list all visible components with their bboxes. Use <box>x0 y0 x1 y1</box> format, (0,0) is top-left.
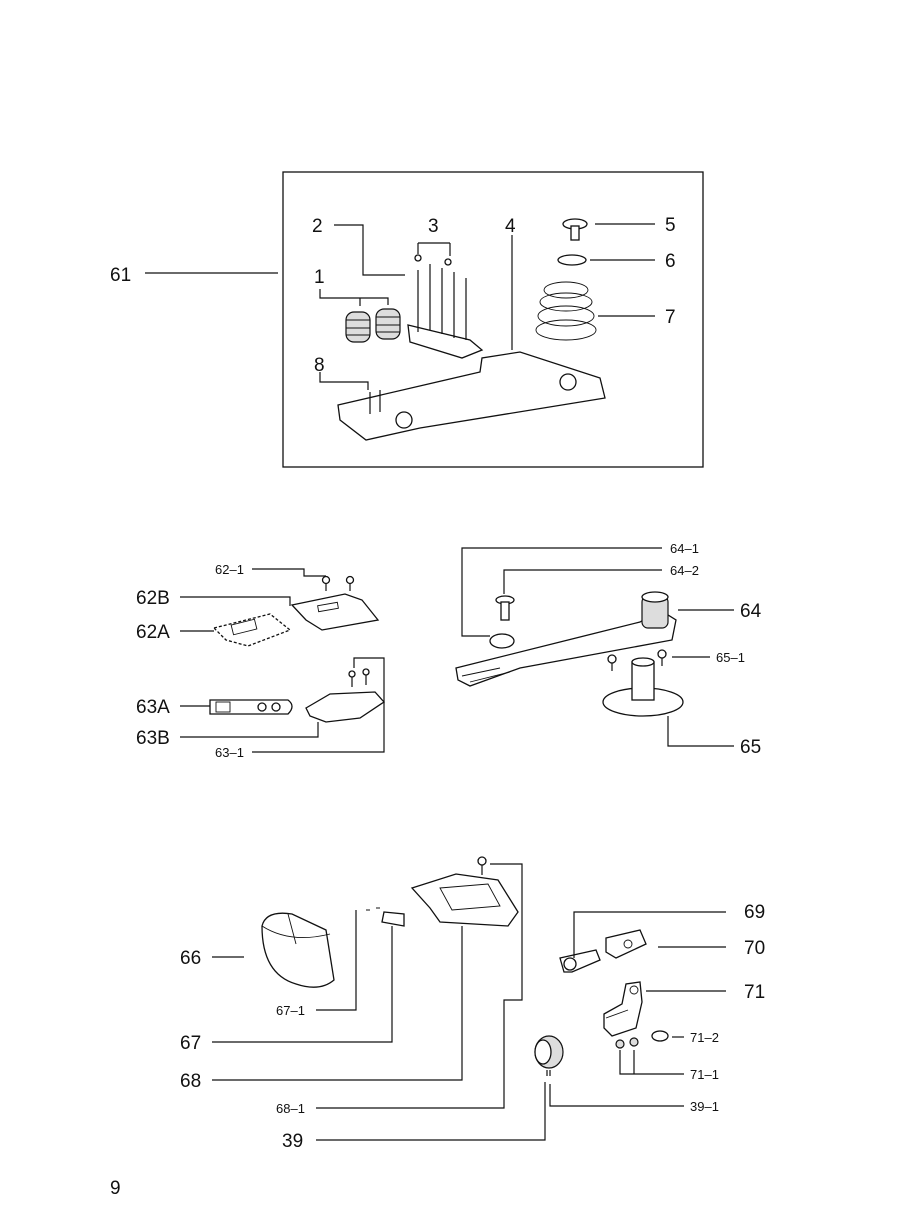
plate-part-68 <box>410 873 519 927</box>
cover-part-66 <box>261 912 335 988</box>
label-1: 1 <box>314 267 325 288</box>
label-62A: 62A <box>136 622 170 643</box>
leader-62B <box>180 596 291 606</box>
leader-39-1 <box>549 1084 684 1107</box>
label-64: 64 <box>740 601 762 622</box>
label-71: 71 <box>744 982 765 1003</box>
page-number: 9 <box>110 1178 121 1199</box>
label-8: 8 <box>314 355 325 376</box>
label-69: 69 <box>744 902 765 923</box>
block-part-70 <box>605 929 647 959</box>
label-63B: 63B <box>136 728 170 749</box>
leader-62-1 <box>252 568 326 577</box>
label-39-1: 39–1 <box>690 1099 719 1114</box>
label-62B: 62B <box>136 588 170 609</box>
label-6: 6 <box>665 251 676 272</box>
label-7: 7 <box>665 307 676 328</box>
screw-part-71-2 <box>651 1030 669 1042</box>
leader-8 <box>319 372 369 390</box>
screws-part-65-1 <box>607 649 667 671</box>
label-65: 65 <box>740 737 761 758</box>
screw-part-67-1 <box>366 907 380 911</box>
lever-part-69 <box>559 949 601 973</box>
leader-64-1 <box>461 547 662 637</box>
label-67: 67 <box>180 1033 201 1054</box>
leader-1 <box>319 289 389 306</box>
plate-part-62A <box>212 613 292 647</box>
label-67-1: 67–1 <box>276 1003 305 1018</box>
leader-68 <box>212 926 463 1081</box>
label-68-1: 68–1 <box>276 1101 305 1116</box>
assembly-61-frame <box>282 171 704 468</box>
label-39: 39 <box>282 1131 303 1152</box>
plate-part-67 <box>381 911 405 927</box>
label-68: 68 <box>180 1071 201 1092</box>
leader-69 <box>573 911 726 958</box>
holder-part-71 <box>603 981 643 1037</box>
screw-part-64-2 <box>495 595 515 621</box>
leader-67 <box>212 926 393 1043</box>
screw-part-68-1 <box>477 856 487 875</box>
label-62-1: 62–1 <box>215 562 244 577</box>
label-4: 4 <box>505 216 516 237</box>
leader-39 <box>316 1082 546 1141</box>
label-65-1: 65–1 <box>716 650 745 665</box>
label-71-2: 71–2 <box>690 1030 719 1045</box>
label-66: 66 <box>180 948 201 969</box>
label-71-1: 71–1 <box>690 1067 719 1082</box>
leader-2 <box>334 224 405 276</box>
washer-part-6 <box>557 254 587 266</box>
label-64-2: 64–2 <box>670 563 699 578</box>
label-64-1: 64–1 <box>670 541 699 556</box>
pin-plate-part-2 <box>407 254 484 359</box>
leader-68-1 <box>316 863 523 1109</box>
ring-part-64-1 <box>489 633 515 649</box>
leader-71-1 <box>619 1050 684 1075</box>
label-63-1: 63–1 <box>215 745 244 760</box>
bracket-part-63B <box>305 668 385 723</box>
screw-part-39-1 <box>546 1070 551 1076</box>
bar-part-63A <box>209 699 293 715</box>
label-5: 5 <box>665 215 676 236</box>
screws-part-62-1 <box>321 575 355 591</box>
arm-part-64 <box>455 591 677 687</box>
plate-part-62B <box>290 593 380 631</box>
label-63A: 63A <box>136 697 170 718</box>
thumb-screw-part-5 <box>562 218 588 241</box>
leader-65 <box>667 716 734 747</box>
stud-part-65 <box>602 657 684 717</box>
bobbin-cases-part-1 <box>345 308 401 343</box>
leader-64-2 <box>503 569 662 594</box>
label-2: 2 <box>312 216 323 237</box>
label-70: 70 <box>744 938 765 959</box>
label-61: 61 <box>110 265 131 286</box>
label-3: 3 <box>428 216 439 237</box>
leader-63-1 <box>252 657 385 753</box>
leader-63B <box>180 722 319 738</box>
roller-part-39 <box>534 1035 564 1069</box>
spring-part-7 <box>535 281 597 341</box>
leader-3 <box>417 242 451 256</box>
set-screws-part-71-1 <box>615 1037 639 1049</box>
base-plate-part-4 <box>337 351 606 441</box>
leader-67-1 <box>316 910 357 1011</box>
